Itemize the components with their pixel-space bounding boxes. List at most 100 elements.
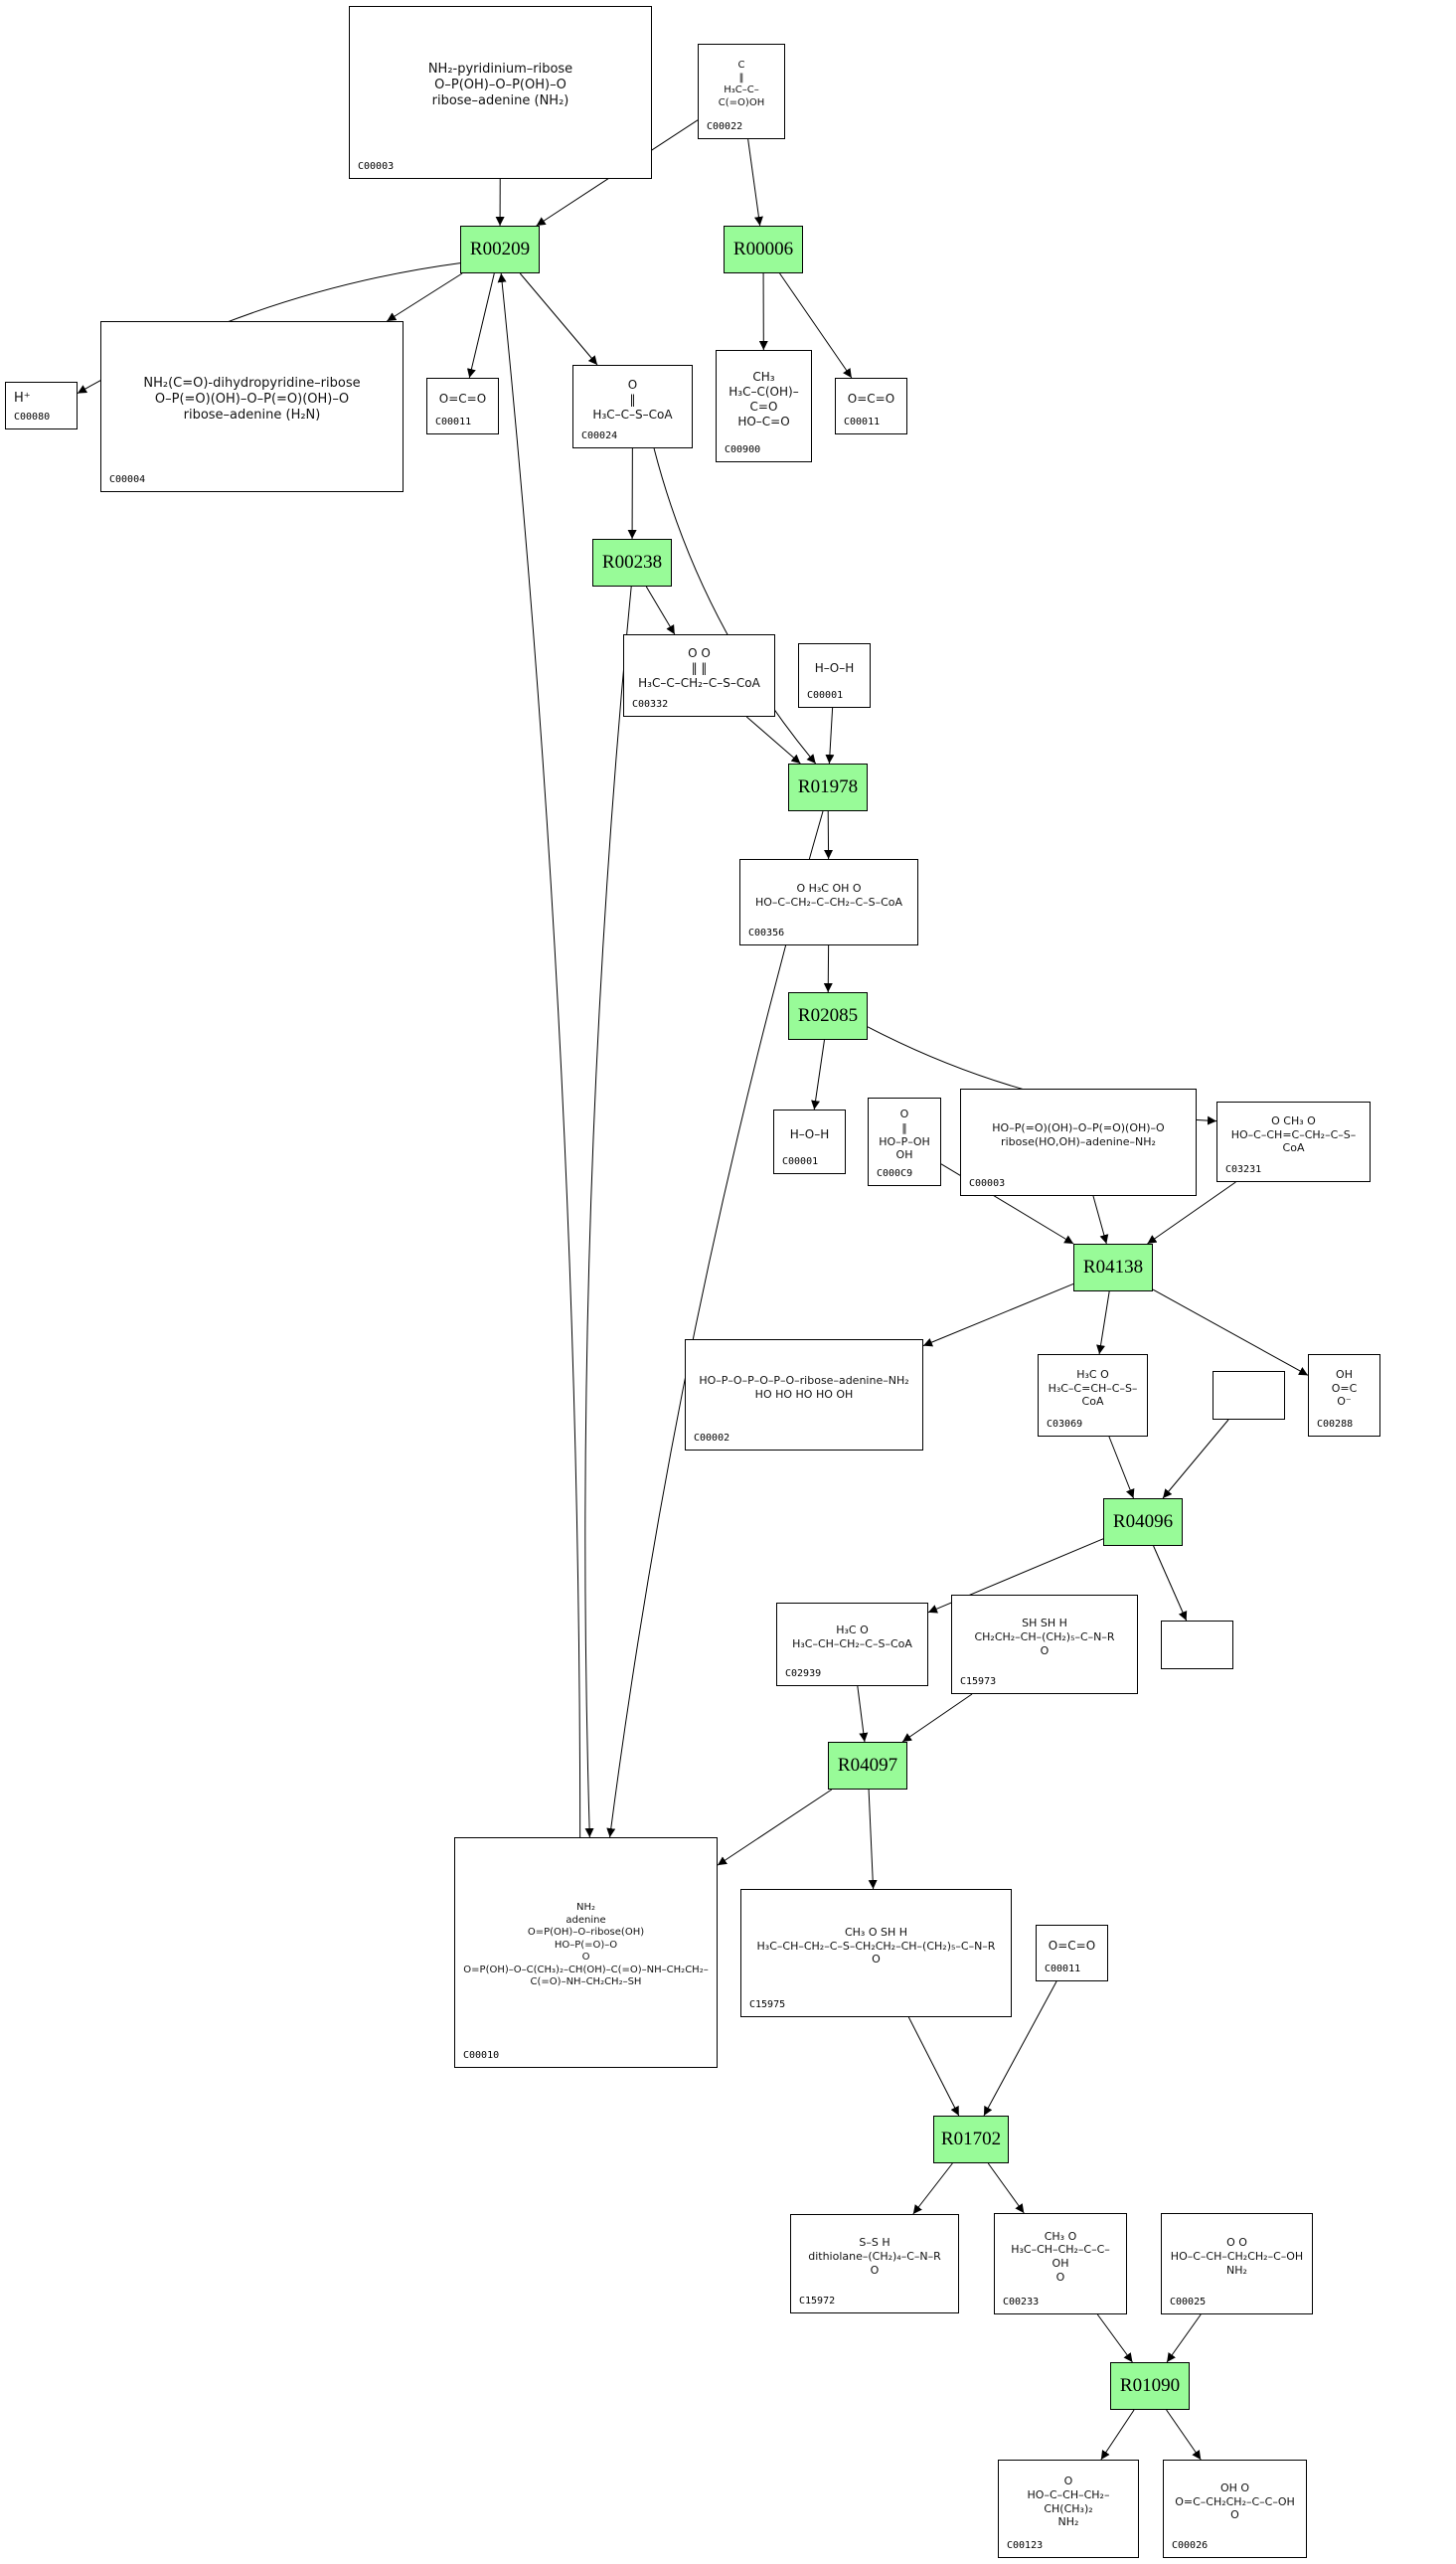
compound-id: C00010 (463, 2050, 500, 2061)
unlabeled-node[interactable] (1161, 1621, 1233, 1669)
compound-node-c00004[interactable]: NH₂(C=O)-dihydropyridine–ribose O–P(=O)(… (100, 321, 404, 492)
edge-R00238-to-c00332 (645, 586, 676, 635)
compound-id: C00001 (782, 1156, 819, 1167)
compound-id: C00022 (707, 121, 743, 132)
edge-R04097-to-c00010 (717, 1789, 833, 1866)
compound-id: C000C9 (877, 1168, 913, 1179)
compound-node-c00001[interactable]: H–O–H C00001 (773, 1110, 846, 1174)
edge-R04096-to-blank_b (1153, 1545, 1188, 1622)
compound-node-c03231[interactable]: O CH₃ O HO–C–CH=C–CH₂–C–S–CoA C03231 (1216, 1102, 1371, 1182)
compound-node-c00011[interactable]: O=C=O C00011 (835, 378, 907, 434)
compound-structure: O ‖ H₃C–C–S–CoA (592, 377, 673, 422)
reaction-node-r01702[interactable]: R01702 (933, 2116, 1009, 2163)
edge-R04138-to-c00288 (1152, 1288, 1309, 1376)
edge-R00006-to-c00011_b (779, 272, 853, 379)
compound-structure: O O ‖ ‖ H₃C–C–CH₂–C–S–CoA (638, 646, 760, 690)
compound-structure: CH₃ H₃C–C(OH)–C=O HO–C=O (728, 369, 799, 428)
compound-id: C00026 (1172, 2540, 1209, 2551)
compound-id: C00080 (14, 412, 51, 423)
compound-structure: H₃C O H₃C–CH–CH₂–C–S–CoA (792, 1624, 912, 1650)
compound-id: C02939 (785, 1668, 822, 1679)
edge-R01702-to-c15972 (912, 2162, 953, 2215)
compound-node-c00003[interactable]: HO–P(=O)(OH)–O–P(=O)(OH)–O ribose(HO,OH)… (960, 1089, 1197, 1196)
compound-id: C00025 (1170, 2297, 1207, 2308)
edge-c03231-to-R04138 (1147, 1181, 1236, 1245)
reaction-node-r02085[interactable]: R02085 (788, 992, 868, 1040)
compound-node-c15973[interactable]: SH SH H CH₂CH₂–CH–(CH₂)₅–C–N–R O C15973 (951, 1595, 1138, 1694)
compound-structure: NH₂(C=O)-dihydropyridine–ribose O–P(=O)(… (143, 375, 361, 424)
reaction-node-r04097[interactable]: R04097 (828, 1742, 907, 1790)
compound-id: C00332 (632, 699, 669, 710)
compound-node-c00026[interactable]: OH O O=C–CH₂CH₂–C–C–OH O C00026 (1163, 2460, 1307, 2558)
reaction-label: R00209 (469, 239, 531, 259)
reaction-node-r00238[interactable]: R00238 (592, 539, 672, 587)
compound-node-c03069[interactable]: H₃C O H₃C–C=CH–C–S–CoA C03069 (1038, 1354, 1148, 1437)
edge-R00209-to-c00011_a (466, 272, 495, 379)
compound-node-c00024[interactable]: O ‖ H₃C–C–S–CoA C00024 (572, 365, 693, 448)
compound-id: C00123 (1007, 2540, 1044, 2551)
unlabeled-node[interactable] (1213, 1371, 1285, 1420)
compound-structure: O ‖ HO–P–OH OH (879, 1108, 930, 1162)
compound-node-c00022[interactable]: C ‖ H₃C–C–C(=O)OH C00022 (698, 44, 785, 139)
compound-id: C15972 (799, 2296, 836, 2307)
compound-id: C15975 (749, 1999, 786, 2010)
compound-id: C00001 (807, 690, 844, 701)
reaction-node-r01090[interactable]: R01090 (1110, 2362, 1190, 2410)
edge-c02939-to-R04097 (857, 1685, 869, 1743)
compound-id: C00024 (581, 430, 618, 441)
compound-structure: NH₂ adenine O=P(OH)–O–ribose(OH) HO–P(=O… (463, 1902, 709, 1988)
compound-node-c00332[interactable]: O O ‖ ‖ H₃C–C–CH₂–C–S–CoA C00332 (623, 634, 775, 717)
compound-id: C00004 (109, 474, 146, 485)
edge-R04138-to-c03069 (1096, 1290, 1110, 1355)
edge-c00009-to-R04138 (940, 1163, 1074, 1245)
compound-structure: O O HO–C–CH–CH₂CH₂–C–OH NH₂ (1170, 2236, 1304, 2277)
compound-node-c00011[interactable]: O=C=O C00011 (1036, 1925, 1108, 1981)
edge-c00011_c-to-R01702 (983, 1980, 1057, 2117)
reaction-label: R02085 (797, 1005, 859, 1026)
compound-id: C03069 (1047, 1419, 1083, 1430)
compound-structure: H–O–H (814, 661, 855, 675)
compound-structure: O CH₃ O HO–C–CH=C–CH₂–C–S–CoA (1230, 1113, 1357, 1155)
compound-structure: O=C=O (847, 392, 895, 406)
compound-node-c00001[interactable]: H–O–H C00001 (798, 643, 871, 708)
compound-id: C00011 (435, 417, 472, 427)
edge-R01702-to-c00233 (987, 2162, 1025, 2214)
compound-node-c00288[interactable]: OH O=C O⁻ C00288 (1308, 1354, 1380, 1437)
compound-structure: OH O=C O⁻ (1331, 1367, 1358, 1409)
compound-node-c00011[interactable]: O=C=O C00011 (426, 378, 499, 434)
compound-node-c15975[interactable]: CH₃ O SH H H₃C–CH–CH₂–C–S–CH₂CH₂–CH–(CH₂… (740, 1889, 1012, 2017)
compound-node-c02939[interactable]: H₃C O H₃C–CH–CH₂–C–S–CoA C02939 (776, 1603, 928, 1686)
compound-id: C00003 (969, 1178, 1006, 1189)
compound-structure: O HO–C–CH–CH₂–CH(CH₃)₂ NH₂ (1027, 2475, 1110, 2529)
reaction-label: R04096 (1112, 1511, 1174, 1532)
edge-c00024-to-R01978 (653, 447, 817, 765)
compound-id: C00900 (725, 444, 761, 455)
compound-node-c00356[interactable]: O H₃C OH O HO–C–CH₂–C–CH₂–C–S–CoA C00356 (739, 859, 918, 945)
edge-R02085-to-c00001_b (811, 1039, 825, 1111)
compound-node-c00080[interactable]: H⁺ C00080 (5, 382, 78, 429)
compound-node-c00009[interactable]: O ‖ HO–P–OH OH C000C9 (868, 1098, 941, 1186)
compound-node-c00233[interactable]: CH₃ O H₃C–CH–CH₂–C–C–OH O C00233 (994, 2213, 1127, 2314)
compound-node-c00010[interactable]: NH₂ adenine O=P(OH)–O–ribose(OH) HO–P(=O… (454, 1837, 718, 2068)
reaction-node-r00209[interactable]: R00209 (460, 226, 540, 273)
edge-c00332-to-R01978 (745, 716, 801, 765)
reaction-label: R04138 (1082, 1257, 1144, 1278)
reaction-node-r04138[interactable]: R04138 (1073, 1244, 1153, 1291)
compound-node-c00003[interactable]: NH₂-pyridinium–ribose O–P(OH)–O–P(OH)–O … (349, 6, 652, 179)
compound-node-c15972[interactable]: S–S H dithiolane–(CH₂)₄–C–N–R O C15972 (790, 2214, 959, 2313)
compound-structure: H⁺ (14, 390, 31, 406)
compound-node-c00123[interactable]: O HO–C–CH–CH₂–CH(CH₃)₂ NH₂ C00123 (998, 2460, 1139, 2558)
reaction-node-r01978[interactable]: R01978 (788, 764, 868, 811)
compound-structure: SH SH H CH₂CH₂–CH–(CH₂)₅–C–N–R O (974, 1617, 1115, 1657)
edge-R00238-to-c00010 (584, 586, 632, 1838)
reaction-node-r00006[interactable]: R00006 (724, 226, 803, 273)
compound-node-c00002[interactable]: HO–P–O–P–O–P–O–ribose–adenine–NH₂ HO HO … (685, 1339, 923, 1451)
compound-node-c00025[interactable]: O O HO–C–CH–CH₂CH₂–C–OH NH₂ C00025 (1161, 2213, 1313, 2314)
compound-id: C00288 (1317, 1419, 1354, 1430)
compound-structure: NH₂-pyridinium–ribose O–P(OH)–O–P(OH)–O … (427, 61, 573, 109)
compound-node-c00900[interactable]: CH₃ H₃C–C(OH)–C=O HO–C=O C00900 (716, 350, 812, 462)
reaction-node-r04096[interactable]: R04096 (1103, 1498, 1183, 1546)
compound-structure: CH₃ O SH H H₃C–CH–CH₂–C–S–CH₂CH₂–CH–(CH₂… (756, 1925, 996, 1966)
compound-id: C03231 (1225, 1164, 1262, 1175)
reaction-label: R00006 (732, 239, 794, 259)
